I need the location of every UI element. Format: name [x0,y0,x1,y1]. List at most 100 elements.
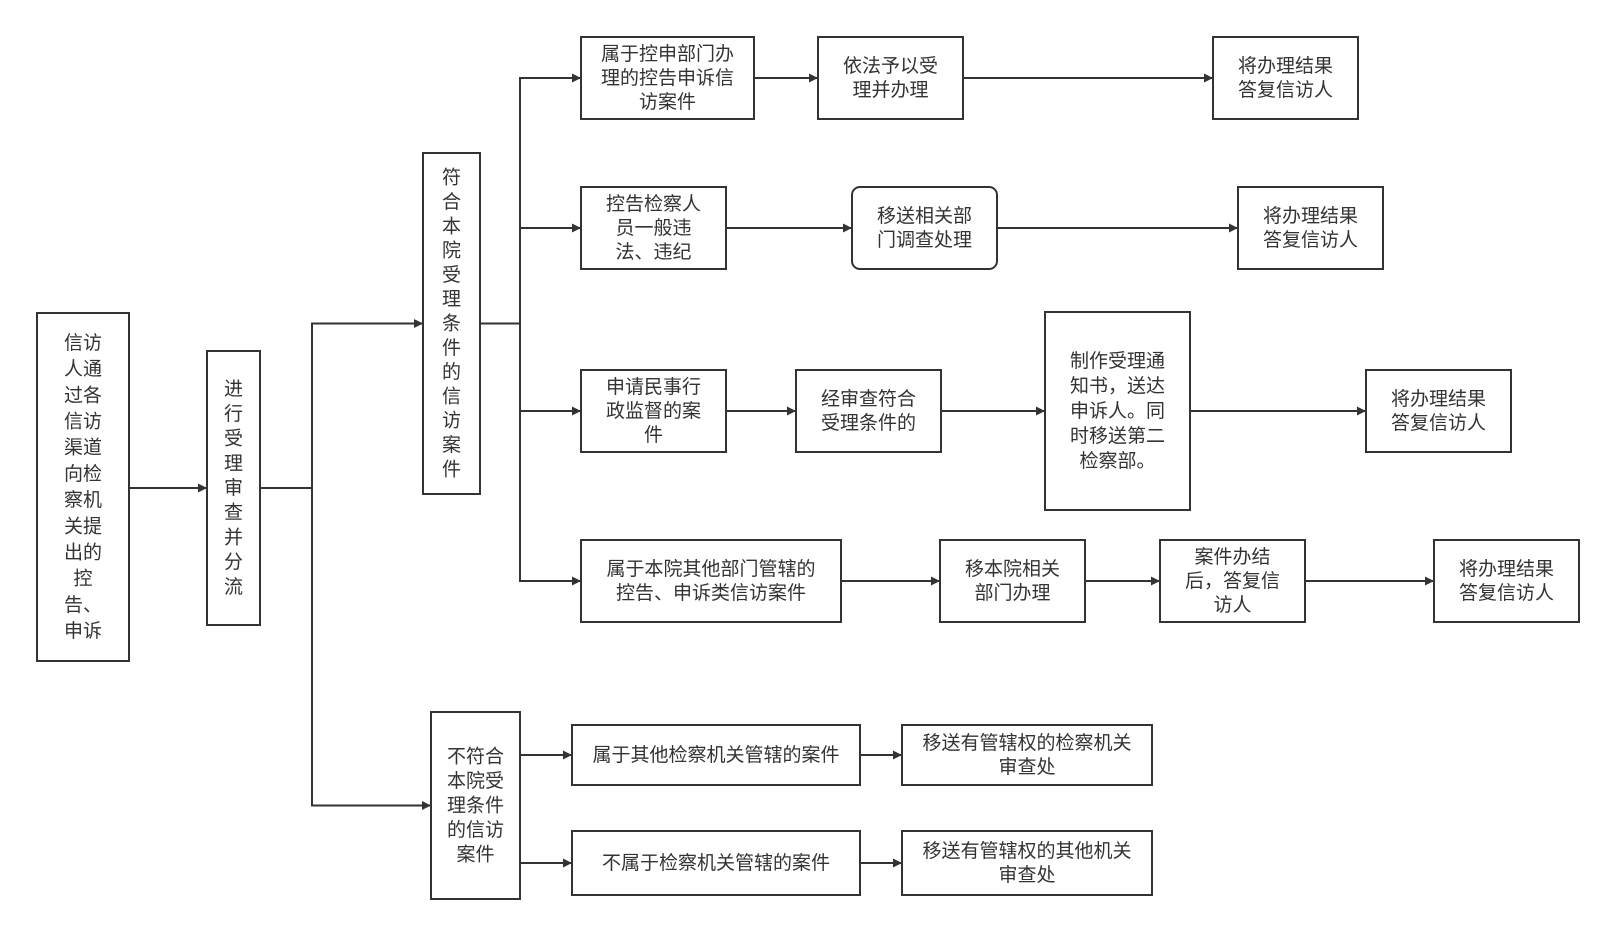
node-label-line: 告、 [64,594,102,616]
node-label-line: 政监督的案 [606,400,701,422]
node-label-line: 信访 [64,332,102,354]
connectors [129,73,1434,868]
node-label-line: 件 [442,337,461,359]
node-box [901,830,1153,896]
node-label-line: 案件 [456,844,494,866]
node-box [1159,539,1306,623]
node-box [580,186,727,270]
node-label-line: 控告、申诉类信访案件 [616,582,806,604]
node-n19: 属于其他检察机关管辖的案件 [571,724,861,786]
node-label-line: 访人 [1213,594,1251,616]
node-label-line: 将办理结果 [1391,388,1486,410]
node-label-line: 理的控告申诉信 [601,67,734,89]
node-label-line: 人通 [64,358,102,380]
node-box [1044,311,1191,511]
node-label-line: 时移送第二 [1070,425,1165,447]
node-label-line: 知书，送达 [1070,375,1165,397]
node-label-line: 将办理结果 [1238,55,1333,77]
node-label-line: 答复信访人 [1459,582,1554,604]
node-label-line: 受理条件的 [821,412,916,434]
node-label-line: 门调查处理 [877,229,972,251]
node-label-line: 条 [442,313,461,335]
node-label-line: 理 [442,288,461,310]
node-label-line: 属于本院其他部门管辖的 [606,558,815,580]
node-label-line: 行 [224,403,243,425]
node-box [571,830,861,896]
node-label-line: 信访 [64,411,102,433]
nodes: 信访人通过各信访渠道向检察机关提出的控告、申诉进行受理审查并分流符合本院受理条件… [36,36,1580,900]
node-label-line: 进 [224,378,243,400]
node-box [1365,369,1512,453]
node-label-line: 合 [442,191,461,213]
node-label-line: 经审查符合 [821,388,916,410]
node-label-line: 答复信访人 [1263,229,1358,251]
node-label-line: 查 [224,502,243,524]
node-label-line: 出的 [64,542,102,564]
node-label-line: 理并办理 [852,79,928,101]
node-label-line: 答复信访人 [1238,79,1333,101]
arrow-n2-n4 [260,487,431,810]
node-label-line: 关提 [64,515,102,537]
node-box [851,186,998,270]
node-box [422,152,481,495]
arrow-n3-n11 [480,322,581,416]
node-label-line: 法、违纪 [615,241,691,263]
node-box [901,724,1153,786]
node-box [1237,186,1384,270]
node-label-line: 的信访 [447,819,504,841]
node-label-line: 后，答复信 [1185,570,1280,592]
node-label-line: 申诉 [64,620,102,642]
node-label-line: 件 [442,458,461,480]
node-label-line: 检察部。 [1079,450,1155,472]
arrow-n3-n5 [480,73,581,325]
node-label-line: 流 [224,576,243,598]
node-label-line: 并 [224,526,243,548]
node-label-line: 本院受 [447,770,504,792]
node-label-line: 的 [442,361,461,383]
node-box [206,350,261,626]
node-label-line: 部门办理 [974,582,1050,604]
node-box [795,369,942,453]
node-label-line: 件 [644,424,663,446]
node-label-line: 审查处 [998,864,1055,886]
node-label-line: 申请民事行 [606,376,701,398]
node-label-line: 符 [442,167,461,189]
node-label-line: 依法予以受 [843,55,938,77]
node-label-line: 员一般违 [615,217,691,239]
node-label-line: 将办理结果 [1263,205,1358,227]
node-label-line: 申诉人。同 [1070,400,1165,422]
node-box [580,539,842,623]
node-box [571,724,861,786]
node-label-line: 理 [224,452,243,474]
node-label-line: 属于其他检察机关管辖的案件 [592,744,839,766]
node-box [580,369,727,453]
node-label-line: 院 [442,240,461,262]
node-label-line: 过各 [64,384,102,406]
node-label-line: 制作受理通 [1070,350,1165,372]
arrow-n3-n15 [480,322,581,586]
node-label-line: 移送有管辖权的检察机关 [922,732,1131,754]
node-label-line: 属于控申部门办 [601,43,734,65]
node-label-line: 不符合 [447,746,504,768]
node-label-line: 不属于检察机关管辖的案件 [602,852,830,874]
node-label-line: 受 [442,264,461,286]
node-label-line: 案 [442,434,461,456]
node-label-line: 审查处 [998,756,1055,778]
node-box [580,36,755,120]
node-label-line: 控 [73,568,92,590]
